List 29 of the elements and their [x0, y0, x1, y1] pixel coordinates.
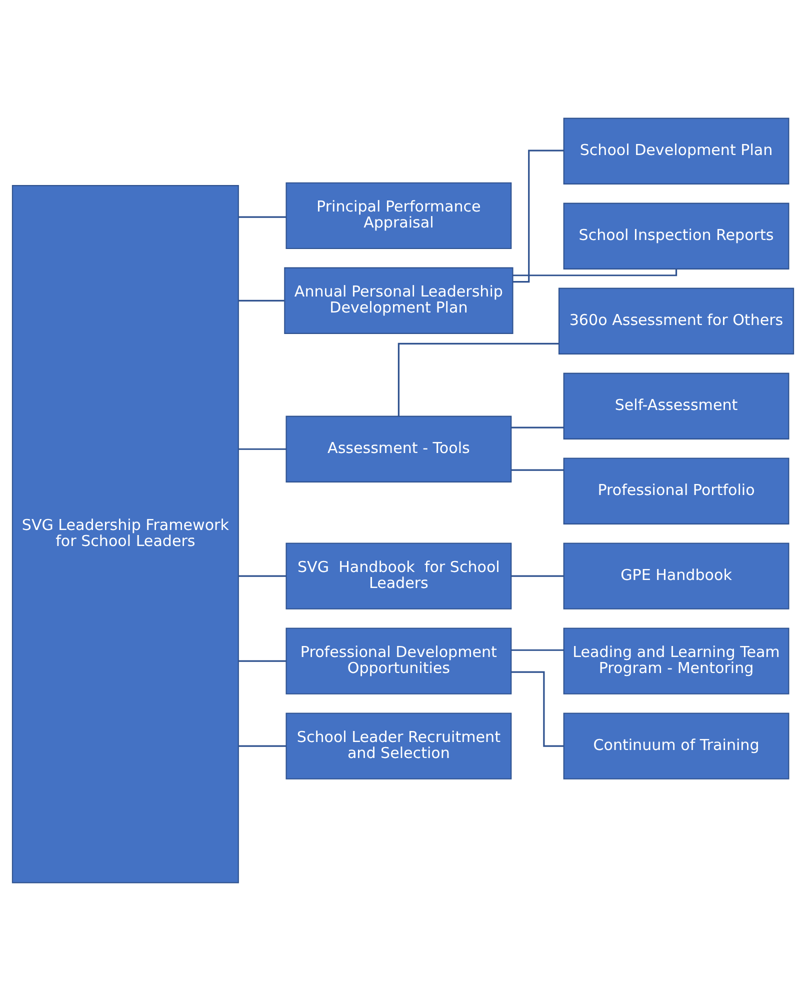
node-box: School Leader Recruitment and Selection [286, 712, 512, 779]
connector [512, 149, 564, 282]
connector [398, 342, 559, 416]
node-box: SVG Handbook for School Leaders [286, 542, 512, 609]
connector [238, 744, 286, 746]
node-box: 360o Assessment for Others [558, 287, 794, 354]
node-box: Continuum of Training [563, 712, 790, 779]
connector [238, 299, 284, 301]
node-box: Professional Portfolio [563, 457, 790, 524]
node-box: SVG Leadership Framework for School Leaders [12, 184, 239, 883]
node-box: Professional Development Opportunities [286, 627, 512, 694]
connector [238, 660, 286, 662]
connector [511, 574, 564, 576]
connector [511, 648, 564, 650]
node-box: Annual Personal Leadership Development Plan [284, 266, 514, 334]
connector [511, 426, 564, 428]
node-box: School Inspection Reports [563, 202, 790, 269]
connector [511, 468, 564, 470]
connector [238, 448, 286, 450]
connector [512, 268, 678, 276]
connector [511, 670, 564, 746]
node-box: School Development Plan [563, 117, 790, 184]
node-box: Assessment - Tools [286, 415, 512, 482]
node-box: Leading and Learning Team Program - Mentoring [563, 627, 790, 694]
node-box: Self-Assessment [563, 372, 790, 439]
connector [238, 216, 286, 218]
node-box: Principal Performance Appraisal [286, 182, 512, 249]
node-box: GPE Handbook [563, 542, 790, 609]
connector [238, 574, 286, 576]
